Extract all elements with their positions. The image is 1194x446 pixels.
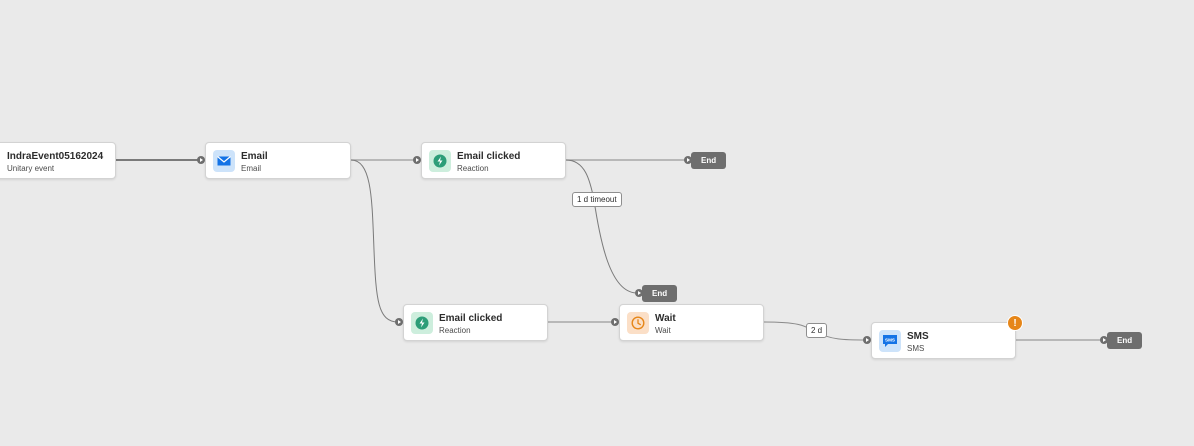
wire-clicked-top-to-end2	[565, 159, 638, 294]
input-port[interactable]	[1100, 336, 1108, 344]
node-title: SMS	[907, 331, 929, 342]
input-port[interactable]	[413, 156, 421, 164]
warning-icon[interactable]: !	[1007, 315, 1023, 331]
node-title: IndraEvent05162024	[7, 151, 104, 162]
clock-icon	[627, 312, 649, 334]
node-email-clicked-top[interactable]: Email clicked Reaction	[421, 142, 566, 179]
end-node[interactable]: End	[1107, 332, 1143, 349]
sms-icon-text: SMS	[885, 338, 895, 343]
end-node[interactable]: End	[642, 285, 678, 302]
node-title: Email clicked	[439, 313, 503, 324]
input-port[interactable]	[197, 156, 205, 164]
envelope-icon	[213, 150, 235, 172]
wire-email-to-clicked-bottom	[350, 159, 399, 323]
node-wait[interactable]: Wait Wait	[619, 304, 764, 341]
node-title: Wait	[655, 313, 676, 324]
node-subtitle: Reaction	[457, 164, 489, 173]
input-port[interactable]	[395, 318, 403, 326]
node-email[interactable]: Email Email	[205, 142, 351, 179]
node-subtitle: Email	[241, 164, 262, 173]
node-email-clicked-bottom[interactable]: Email clicked Reaction	[403, 304, 548, 341]
timeout-label[interactable]: 1 d timeout	[572, 192, 622, 207]
input-port[interactable]	[611, 318, 619, 326]
node-subtitle: Reaction	[439, 326, 471, 335]
node-sms[interactable]: SMS SMS SMS	[871, 322, 1016, 359]
input-port[interactable]	[684, 156, 692, 164]
lightning-icon	[411, 312, 433, 334]
lightning-icon	[429, 150, 451, 172]
node-title: Email clicked	[457, 151, 521, 162]
node-subtitle: Unitary event	[7, 164, 55, 173]
sms-chat-icon: SMS	[879, 330, 901, 352]
end-node[interactable]: End	[691, 152, 727, 169]
node-subtitle: Wait	[655, 326, 671, 335]
node-unitary-event[interactable]: IndraEvent05162024 Unitary event	[0, 142, 116, 179]
node-title: Email	[241, 151, 268, 162]
node-subtitle: SMS	[907, 344, 925, 353]
wait-duration-label[interactable]: 2 d	[806, 323, 828, 338]
input-port[interactable]	[635, 289, 643, 297]
input-port[interactable]	[863, 336, 871, 344]
